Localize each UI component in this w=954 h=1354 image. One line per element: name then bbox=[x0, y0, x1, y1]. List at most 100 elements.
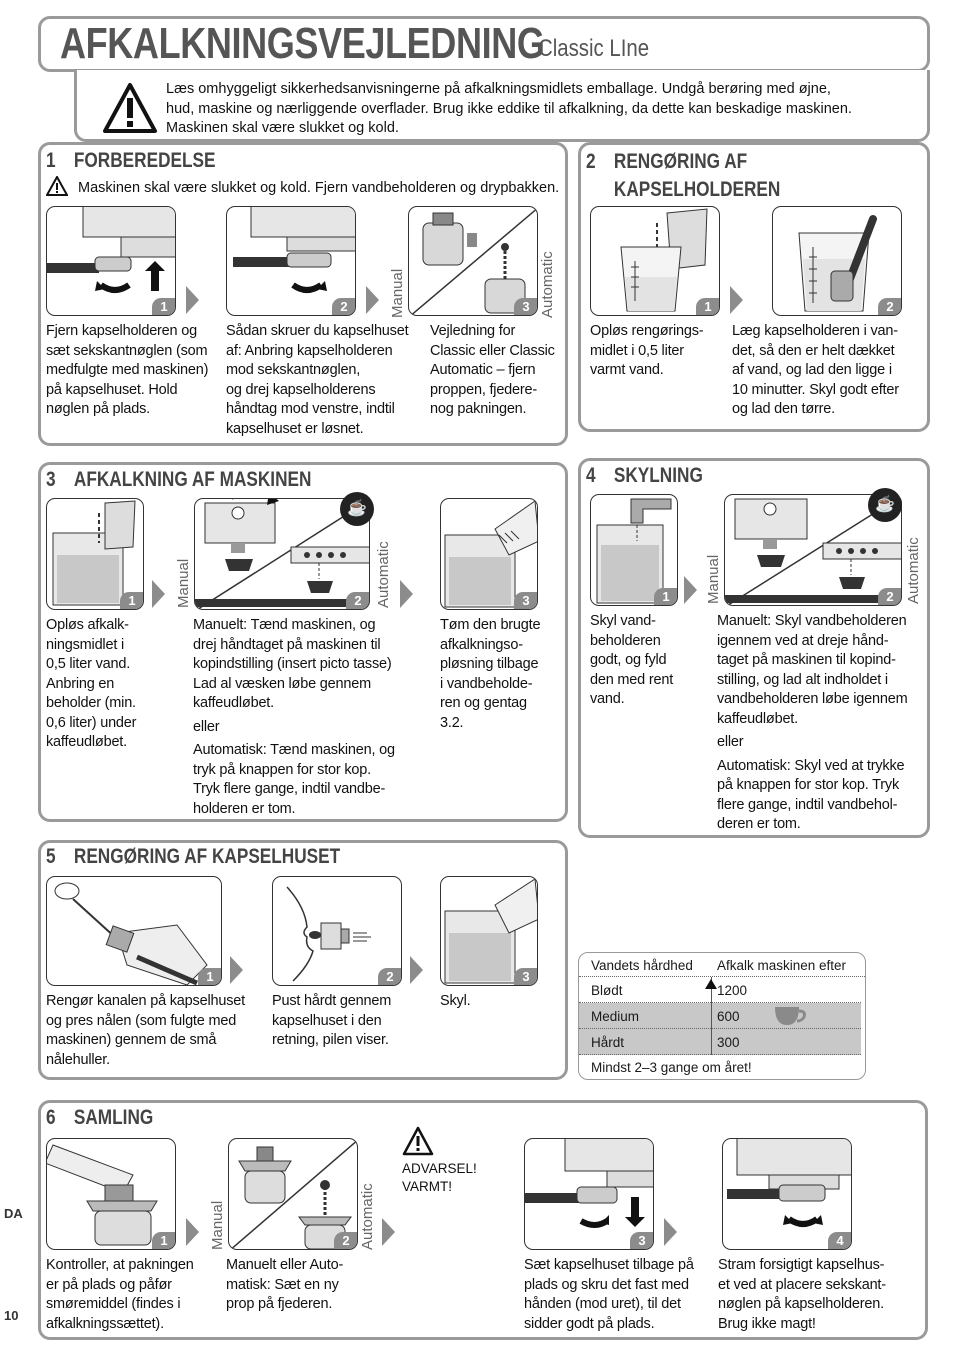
text-line: beholderen bbox=[590, 632, 661, 649]
s2-step1-illustration: 1 bbox=[590, 206, 720, 316]
warning-small-icon bbox=[46, 176, 68, 196]
column-header: Afkalk maskinen efter bbox=[717, 958, 847, 973]
page-number: 10 bbox=[4, 1308, 19, 1323]
step-badge: 2 bbox=[878, 298, 901, 315]
text-line: godt, og fyld bbox=[590, 652, 667, 668]
text-line: Sæt kapselhuset tilbage på bbox=[524, 1257, 694, 1273]
text-line: Pust hårdt gennem bbox=[272, 993, 392, 1009]
section-title: KAPSELHOLDEREN bbox=[613, 178, 781, 201]
s6-step4-illustration: 4 bbox=[722, 1138, 852, 1250]
safety-warning-text: Læs omhyggeligt sikkerhedsanvisningerne … bbox=[166, 80, 918, 139]
step-badge: 3 bbox=[514, 298, 537, 315]
text-line: Anbring en bbox=[46, 675, 115, 692]
text-line: matisk: Sæt en ny bbox=[226, 1276, 339, 1293]
text-line: er på plads og påfør bbox=[46, 1276, 172, 1293]
s5-step2-illustration: 2 bbox=[272, 876, 402, 986]
hot-warning-icon bbox=[402, 1126, 434, 1156]
language-code: DA bbox=[4, 1206, 23, 1221]
text-line: 3.2. bbox=[440, 714, 464, 731]
text-line: den med rent bbox=[590, 671, 674, 688]
text-line: Skyl vand- bbox=[590, 613, 656, 629]
section-title: AFKALKNING AF MASKINEN bbox=[73, 468, 312, 491]
text-line: kopindstilling (insert picto tasse) bbox=[193, 656, 392, 672]
step-badge: 2 bbox=[334, 1232, 357, 1249]
text-line: kaffeudløbet. bbox=[46, 734, 127, 750]
column-header: Vandets hårdhed bbox=[591, 958, 693, 973]
text-line: Tryk flere gange, indtil vandbe- bbox=[193, 781, 386, 797]
text-line: Manuelt eller Auto- bbox=[226, 1257, 344, 1273]
page-title: AFKALKNINGSVEJLEDNING bbox=[60, 19, 545, 68]
s2-step2-text: Læg kapselholderen i van-det, så den er … bbox=[732, 322, 926, 420]
scale-arrow-icon bbox=[705, 979, 717, 989]
text-line: et ved at placere sekskant- bbox=[718, 1276, 886, 1293]
hardness-label: Medium bbox=[591, 1009, 640, 1024]
section-title: RENGØRING AF KAPSELHUSET bbox=[73, 845, 341, 868]
step-badge: 2 bbox=[346, 592, 369, 609]
s4-step1-text: Skyl vand-beholderen godt, og fyld den med… bbox=[590, 612, 708, 710]
s6-step3-text: Sæt kapselhuset tilbage på plads og skru … bbox=[524, 1256, 714, 1334]
coffee-cup-icon bbox=[775, 1007, 806, 1025]
hardness-value: 1200 bbox=[717, 983, 748, 998]
text-line: nøglen på plads. bbox=[46, 401, 151, 417]
step-badge: 1 bbox=[152, 298, 175, 315]
s5-step1-illustration: 1 bbox=[46, 876, 222, 986]
text-line: Tøm den brugte bbox=[440, 617, 541, 633]
s5-step3-text: Skyl. bbox=[440, 993, 471, 1009]
hardness-label: Hårdt bbox=[591, 1035, 625, 1050]
text-line: smøremiddel (findes i bbox=[46, 1296, 181, 1312]
large-cup-button-icon: ☕ bbox=[868, 488, 902, 522]
manual-label: Manual bbox=[175, 558, 192, 608]
text-line: 0,5 liter vand. bbox=[46, 656, 131, 672]
text-line: plads og skru det fast med bbox=[524, 1276, 689, 1293]
next-arrow-icon bbox=[382, 1218, 395, 1246]
section-title: SAMLING bbox=[73, 1106, 154, 1129]
text-line: beholder (min. bbox=[46, 695, 136, 711]
text-line: VARMT! bbox=[402, 1179, 452, 1194]
text-line: sæt sekskantnøglen (som bbox=[46, 342, 208, 359]
s6-step1-illustration: 1 bbox=[46, 1138, 176, 1250]
section-number: 3 bbox=[46, 468, 56, 491]
text-line: sidder godt på plads. bbox=[524, 1315, 655, 1332]
automatic-label: Automatic bbox=[359, 1183, 376, 1250]
s2-step2-illustration: 2 bbox=[772, 206, 902, 316]
text-line: 10 minutter. Skyl godt efter bbox=[732, 381, 899, 398]
s4-step1-illustration: 1 bbox=[590, 494, 678, 606]
manual-label: Manual bbox=[705, 554, 722, 604]
manual-label: Manual bbox=[209, 1200, 226, 1250]
text-line: nålehuller. bbox=[46, 1051, 110, 1068]
table-row: Hårdt 300 bbox=[579, 1029, 861, 1055]
text-line: kapselhuset i den bbox=[272, 1012, 382, 1029]
hardness-value: 600 bbox=[717, 1009, 740, 1024]
text-line: maskinen) gennem de små bbox=[46, 1032, 217, 1048]
text-line: Sådan skruer du kapselhuset bbox=[226, 323, 409, 339]
step-badge: 1 bbox=[152, 1232, 175, 1249]
text-line: nøglen på kapselholderen. bbox=[718, 1296, 884, 1312]
text-line: Fjern kapselholderen og bbox=[46, 323, 197, 339]
text-line: det, så den er helt dækket bbox=[732, 342, 895, 359]
s1-step1-text: Fjern kapselholderen og sæt sekskantnøgle… bbox=[46, 322, 224, 420]
next-arrow-icon bbox=[730, 286, 743, 314]
next-arrow-icon bbox=[230, 956, 243, 984]
text-line: kaffeudløbet. bbox=[717, 710, 798, 727]
automatic-label: Automatic bbox=[905, 537, 922, 604]
column-divider bbox=[711, 977, 712, 1055]
text-line: hånden (mod uret), til det bbox=[524, 1296, 681, 1312]
next-arrow-icon bbox=[186, 286, 199, 314]
step-badge: 2 bbox=[332, 298, 355, 315]
text-line: drej håndtaget på maskinen til bbox=[193, 636, 381, 653]
water-hardness-table: Vandets hårdhed Afkalk maskinen efter Bl… bbox=[578, 952, 866, 1080]
s1-step3-illustration: 3 bbox=[408, 206, 538, 316]
next-arrow-icon bbox=[400, 580, 413, 608]
table-footer: Mindst 2–3 gange om året! bbox=[591, 1060, 752, 1075]
text-line: 0,6 liter) under bbox=[46, 714, 137, 731]
